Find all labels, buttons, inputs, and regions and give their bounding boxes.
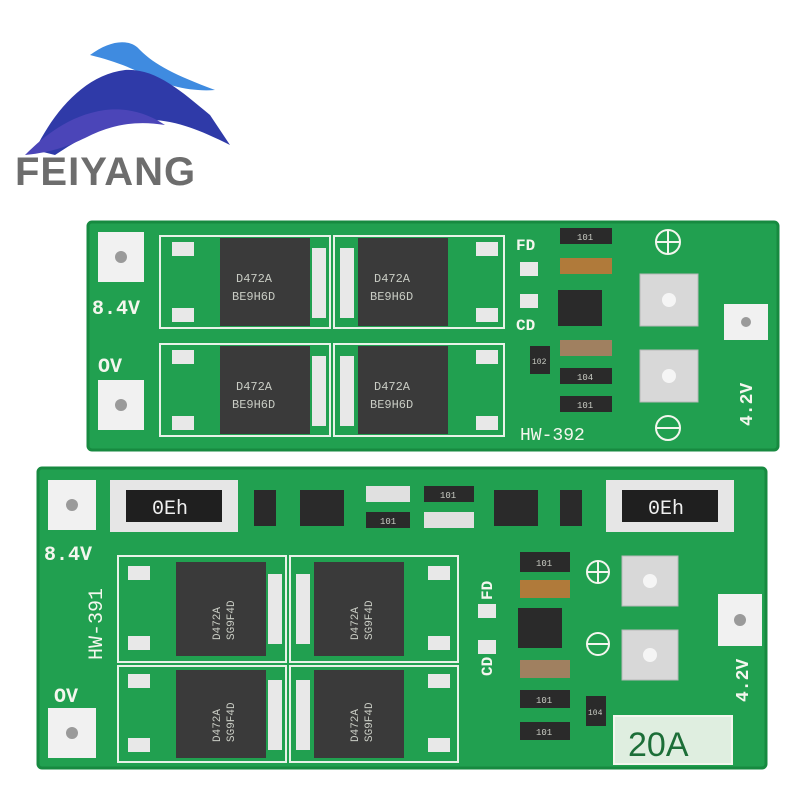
mosfet-mark-5: D472A (236, 380, 273, 394)
res-t4: 101 (577, 401, 593, 411)
label-4v2-bottom: 4.2V (734, 659, 754, 702)
pad-8v4-top (98, 232, 144, 282)
res-b5: 104 (588, 709, 603, 718)
mosfet-mark-7: D472A (374, 380, 411, 394)
res-b6: 101 (536, 728, 552, 738)
logo-wave-light (90, 42, 215, 91)
mosfet-mark-b7: D472A (350, 709, 362, 742)
label-fd-bottom: FD (479, 581, 497, 600)
shunt-mark-left: 0Eh (152, 498, 188, 521)
board-top: D472A BE9H6D D472A BE9H6D D472A BE9H6D D… (86, 220, 780, 452)
label-0v-top: OV (98, 356, 122, 379)
mosfet-mark-6: BE9H6D (232, 398, 275, 412)
label-model-bottom: HW-391 (86, 588, 109, 660)
res-t2: 102 (532, 358, 547, 367)
label-0v-bottom: OV (54, 686, 78, 709)
board-bottom: 0Eh 0Eh 101 101 (36, 466, 768, 770)
res-b1: 101 (440, 491, 456, 501)
res-b2: 101 (380, 517, 396, 527)
mosfet-mark-b3: D472A (350, 607, 362, 640)
res-b4: 101 (536, 696, 552, 706)
pad-4v2-bottom (718, 594, 762, 646)
mosfet-mark-4: BE9H6D (370, 290, 413, 304)
pad-0v-top (98, 380, 144, 430)
label-20a: 20A (628, 726, 689, 764)
brand-name: FEIYANG (15, 150, 197, 194)
res-t3: 104 (577, 373, 593, 383)
res-t1: 101 (577, 233, 593, 243)
mosfet-grid-top: D472A BE9H6D D472A BE9H6D D472A BE9H6D D… (159, 235, 505, 437)
mosfet-mark-1: D472A (236, 272, 273, 286)
pad-0v-bottom (48, 708, 96, 758)
label-4v2-top: 4.2V (738, 383, 758, 426)
pad-4v2-top (724, 304, 768, 340)
pad-8v4-bottom (48, 480, 96, 530)
label-fd-top: FD (516, 237, 535, 255)
label-8v4-bottom: 8.4V (44, 544, 92, 567)
label-model-top: HW-392 (520, 426, 585, 446)
label-8v4-top: 8.4V (92, 298, 140, 321)
mosfet-mark-b5: D472A (212, 709, 224, 742)
feiyang-logo (25, 42, 230, 155)
mosfet-mark-b6: SG9F4D (226, 702, 238, 742)
mosfet-mark-2: BE9H6D (232, 290, 275, 304)
mosfet-grid-bottom: D472A SG9F4D D472A SG9F4D D472A SG9F4D D… (117, 555, 459, 763)
mosfet-mark-b2: SG9F4D (226, 600, 238, 640)
mosfet-mark-8: BE9H6D (370, 398, 413, 412)
mosfet-mark-3: D472A (374, 272, 411, 286)
mosfet-mark-b8: SG9F4D (364, 702, 376, 742)
mosfet-mark-b1: D472A (212, 607, 224, 640)
label-cd-bottom: CD (479, 657, 497, 676)
shunt-mark-right: 0Eh (648, 498, 684, 521)
label-cd-top: CD (516, 317, 535, 335)
logo-wave-mid (25, 109, 165, 155)
res-b3: 101 (536, 559, 552, 569)
mosfet-mark-b4: SG9F4D (364, 600, 376, 640)
